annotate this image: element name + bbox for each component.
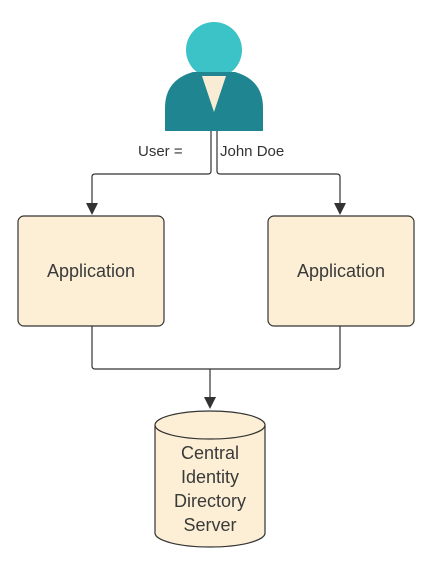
application-label: Application	[47, 261, 135, 281]
directory-label-line: Central	[181, 443, 239, 463]
connector-user-to-app-right	[216, 131, 341, 205]
directory-label-line: Identity	[181, 467, 239, 487]
arrowhead-directory	[204, 397, 216, 409]
directory-label-line: Directory	[174, 491, 246, 511]
connector-user-to-app-left	[91, 131, 212, 205]
connector-app-left-to-directory	[91, 326, 210, 370]
cylinder-top	[154, 410, 266, 440]
user-icon	[165, 22, 263, 131]
directory-server-cylinder: Central Identity Directory Server	[154, 410, 266, 548]
application-box-right: Application	[267, 215, 415, 327]
arrowhead-app-right	[334, 203, 346, 215]
user-label-prefix: User =	[138, 143, 183, 160]
application-box-left: Application	[17, 215, 165, 327]
directory-label-line: Server	[183, 515, 236, 535]
user-label-name: John Doe	[220, 143, 284, 160]
application-label: Application	[297, 261, 385, 281]
arrowhead-app-left	[86, 203, 98, 215]
user-icon-collar	[202, 76, 226, 112]
cylinder-body	[154, 425, 266, 548]
connector-app-right-to-directory	[210, 326, 341, 370]
user-icon-head	[186, 22, 242, 78]
